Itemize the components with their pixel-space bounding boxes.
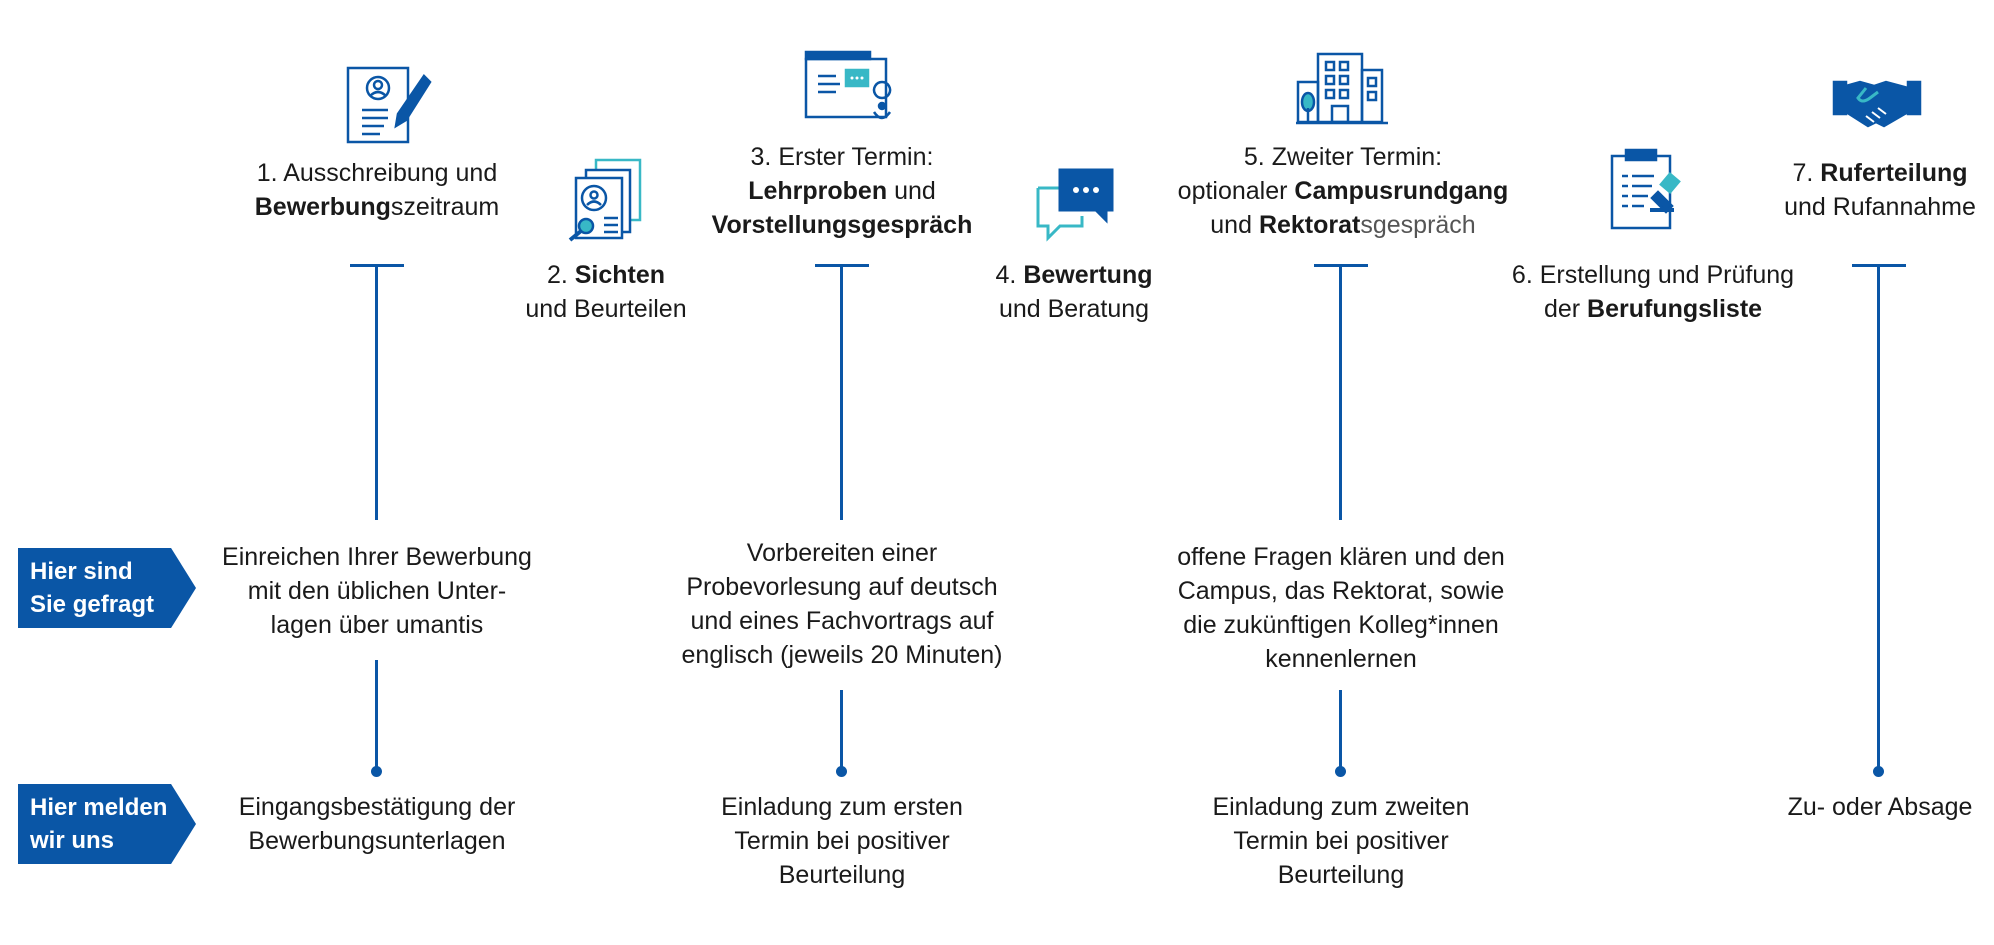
step-4-title: 4. Bewertung und Beratung <box>995 261 1153 323</box>
connector-line-1-top <box>375 264 378 520</box>
applicant-task-1: Einreichen Ihrer Bewerbung mit den üblic… <box>222 543 532 639</box>
document-review-magnifier-icon <box>566 158 646 242</box>
university-response-1: Eingangsbestätigung der Bewerbungsunterl… <box>238 793 516 855</box>
connector-dot-3 <box>836 766 847 777</box>
step-5-title: 5. Zweiter Termin: optionaler Campusrund… <box>1177 143 1509 239</box>
university-response-3: Einladung zum ersten Termin bei positive… <box>721 793 963 889</box>
applicant-task-5: offene Fragen klären und den Campus, das… <box>1177 543 1505 673</box>
connector-line-3-top <box>840 264 843 520</box>
step-1-title: 1. Ausschreibung und Bewerbungszeitraum <box>254 159 500 221</box>
connector-line-3-bottom <box>840 690 843 770</box>
connector-line-5-top <box>1339 264 1342 520</box>
handshake-icon <box>1832 70 1922 136</box>
step-2-title: 2. Sichten und Beurteilen <box>525 261 687 323</box>
connector-dot-1 <box>371 766 382 777</box>
step-7-title: 7. Ruferteilung und Rufannahme <box>1784 159 1976 221</box>
connector-line-7 <box>1877 264 1880 770</box>
row-label-we: Hier melden wir uns <box>18 784 196 864</box>
connector-dot-7 <box>1873 766 1884 777</box>
step-3-title: 3. Erster Termin: Lehrproben und Vorstel… <box>711 143 973 239</box>
clipboard-checklist-stamp-icon <box>1608 148 1692 232</box>
campus-building-icon <box>1296 52 1392 126</box>
applicant-task-3: Vorbereiten einer Probevorlesung auf deu… <box>681 539 1003 669</box>
application-document-pencil-icon <box>344 64 434 148</box>
connector-line-1-bottom <box>375 660 378 770</box>
chat-bubbles-icon <box>1034 168 1118 242</box>
university-response-5: Einladung zum zweiten Termin bei positiv… <box>1212 793 1470 889</box>
connector-dot-5 <box>1335 766 1346 777</box>
university-response-7: Zu- oder Absage <box>1787 793 1973 821</box>
row-label-you: Hier sind Sie gefragt <box>18 548 196 628</box>
presentation-board-icon <box>804 50 896 126</box>
step-6-title: 6. Erstellung und Prüfung der Berufungsl… <box>1511 261 1795 323</box>
connector-line-5-bottom <box>1339 690 1342 770</box>
